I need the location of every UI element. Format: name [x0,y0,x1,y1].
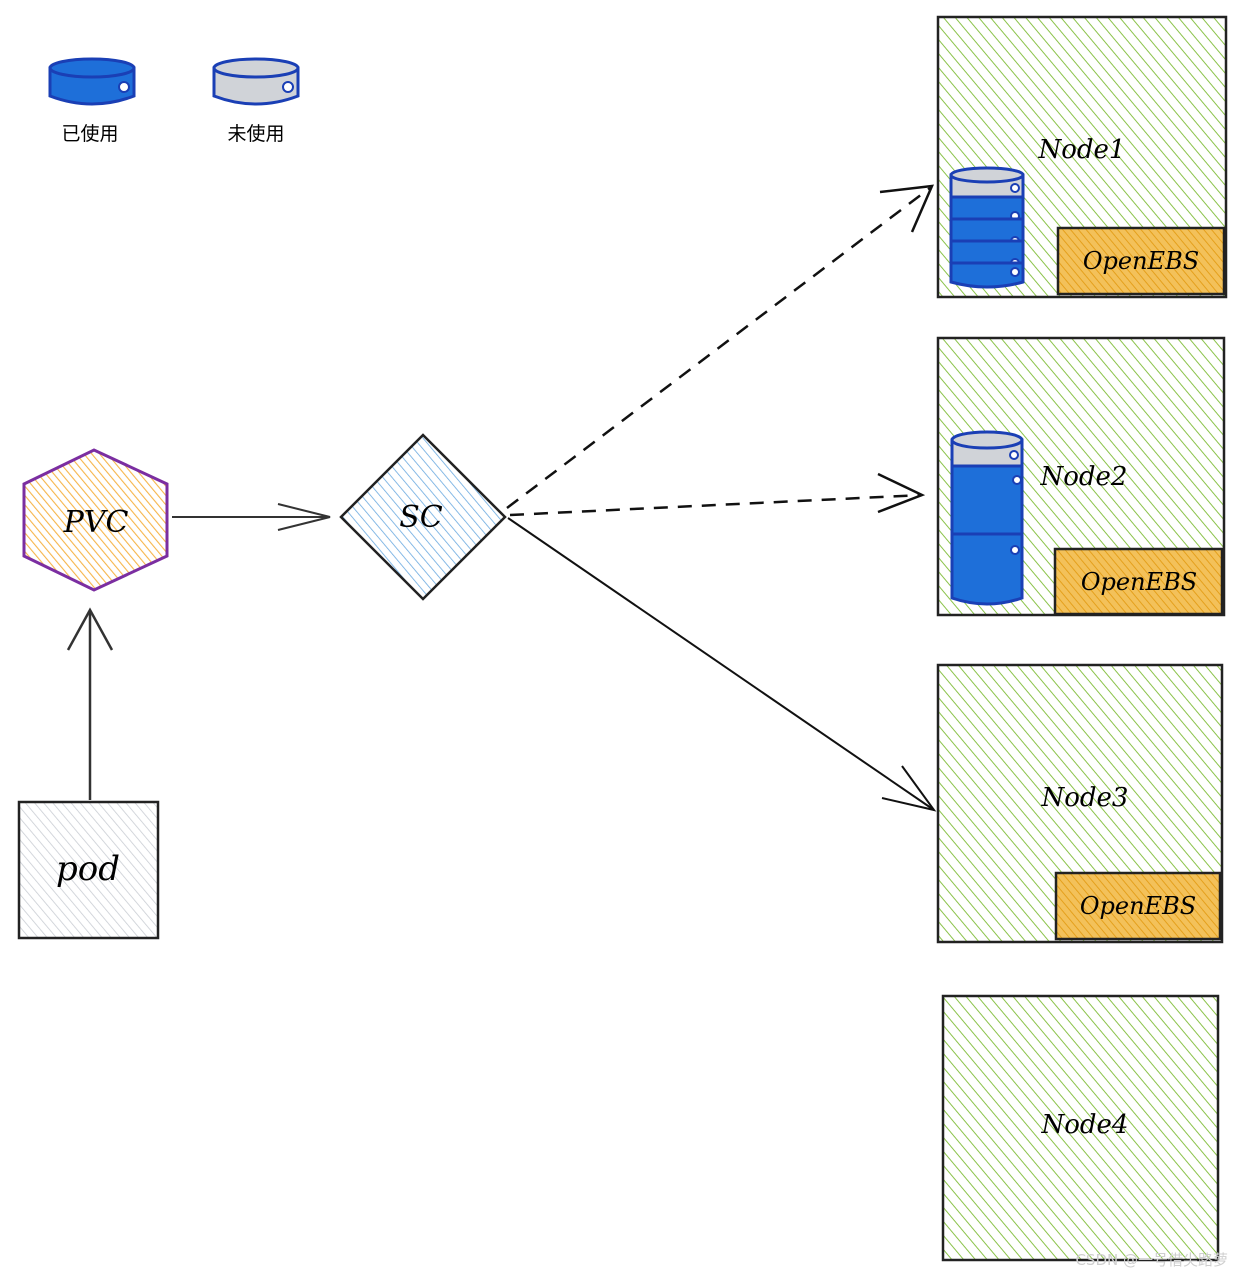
node1-openebs-label: OpenEBS [1083,247,1199,275]
sc-label: SC [399,500,443,535]
node1-label: Node1 [1038,135,1126,165]
pod-to-pvc-arrow [66,607,114,800]
node2-openebs-label: OpenEBS [1081,568,1197,596]
sc-to-node1-dashed-arrow [506,184,935,509]
pod-box [17,800,160,940]
sc-diamond [339,433,507,601]
node2-disk-used-icon-1 [950,464,1024,536]
legend-used-label: 已使用 [61,123,118,145]
watermark: CSDN @一号借尖路萝 [1075,1251,1228,1269]
node1-disk-unused-icon [949,166,1025,199]
node2-disk-unused-icon [950,430,1024,468]
sc-to-node3-arrow [507,517,937,812]
pvc-to-sc-arrow [172,503,331,531]
node3-openebs-label: OpenEBS [1080,892,1196,920]
node2-label: Node2 [1040,462,1128,492]
node3-label: Node3 [1041,783,1129,813]
node2-openebs-box [1053,547,1224,616]
legend-used-disk-icon [48,57,136,106]
legend-unused-label: 未使用 [227,123,284,145]
node1-disk-used-icon-1 [949,195,1025,221]
node3-openebs-box [1054,871,1222,941]
sc-to-node2-dashed-arrow [509,472,926,517]
pod-label: pod [56,849,120,889]
node1-openebs-box [1056,226,1226,296]
legend-unused-disk-icon [212,57,300,106]
node2-disk-used-icon-2 [950,532,1024,606]
node1-disk-used-icon-3 [949,239,1025,268]
pvc-hexagon [22,448,169,592]
pvc-label: PVC [63,505,129,540]
node1-disk-used-icon-4 [949,261,1025,289]
node2-disk-stack [950,430,1024,606]
node4-box [941,994,1220,1262]
node4-label: Node4 [1041,1110,1129,1140]
node1-disk-stack [949,166,1025,289]
